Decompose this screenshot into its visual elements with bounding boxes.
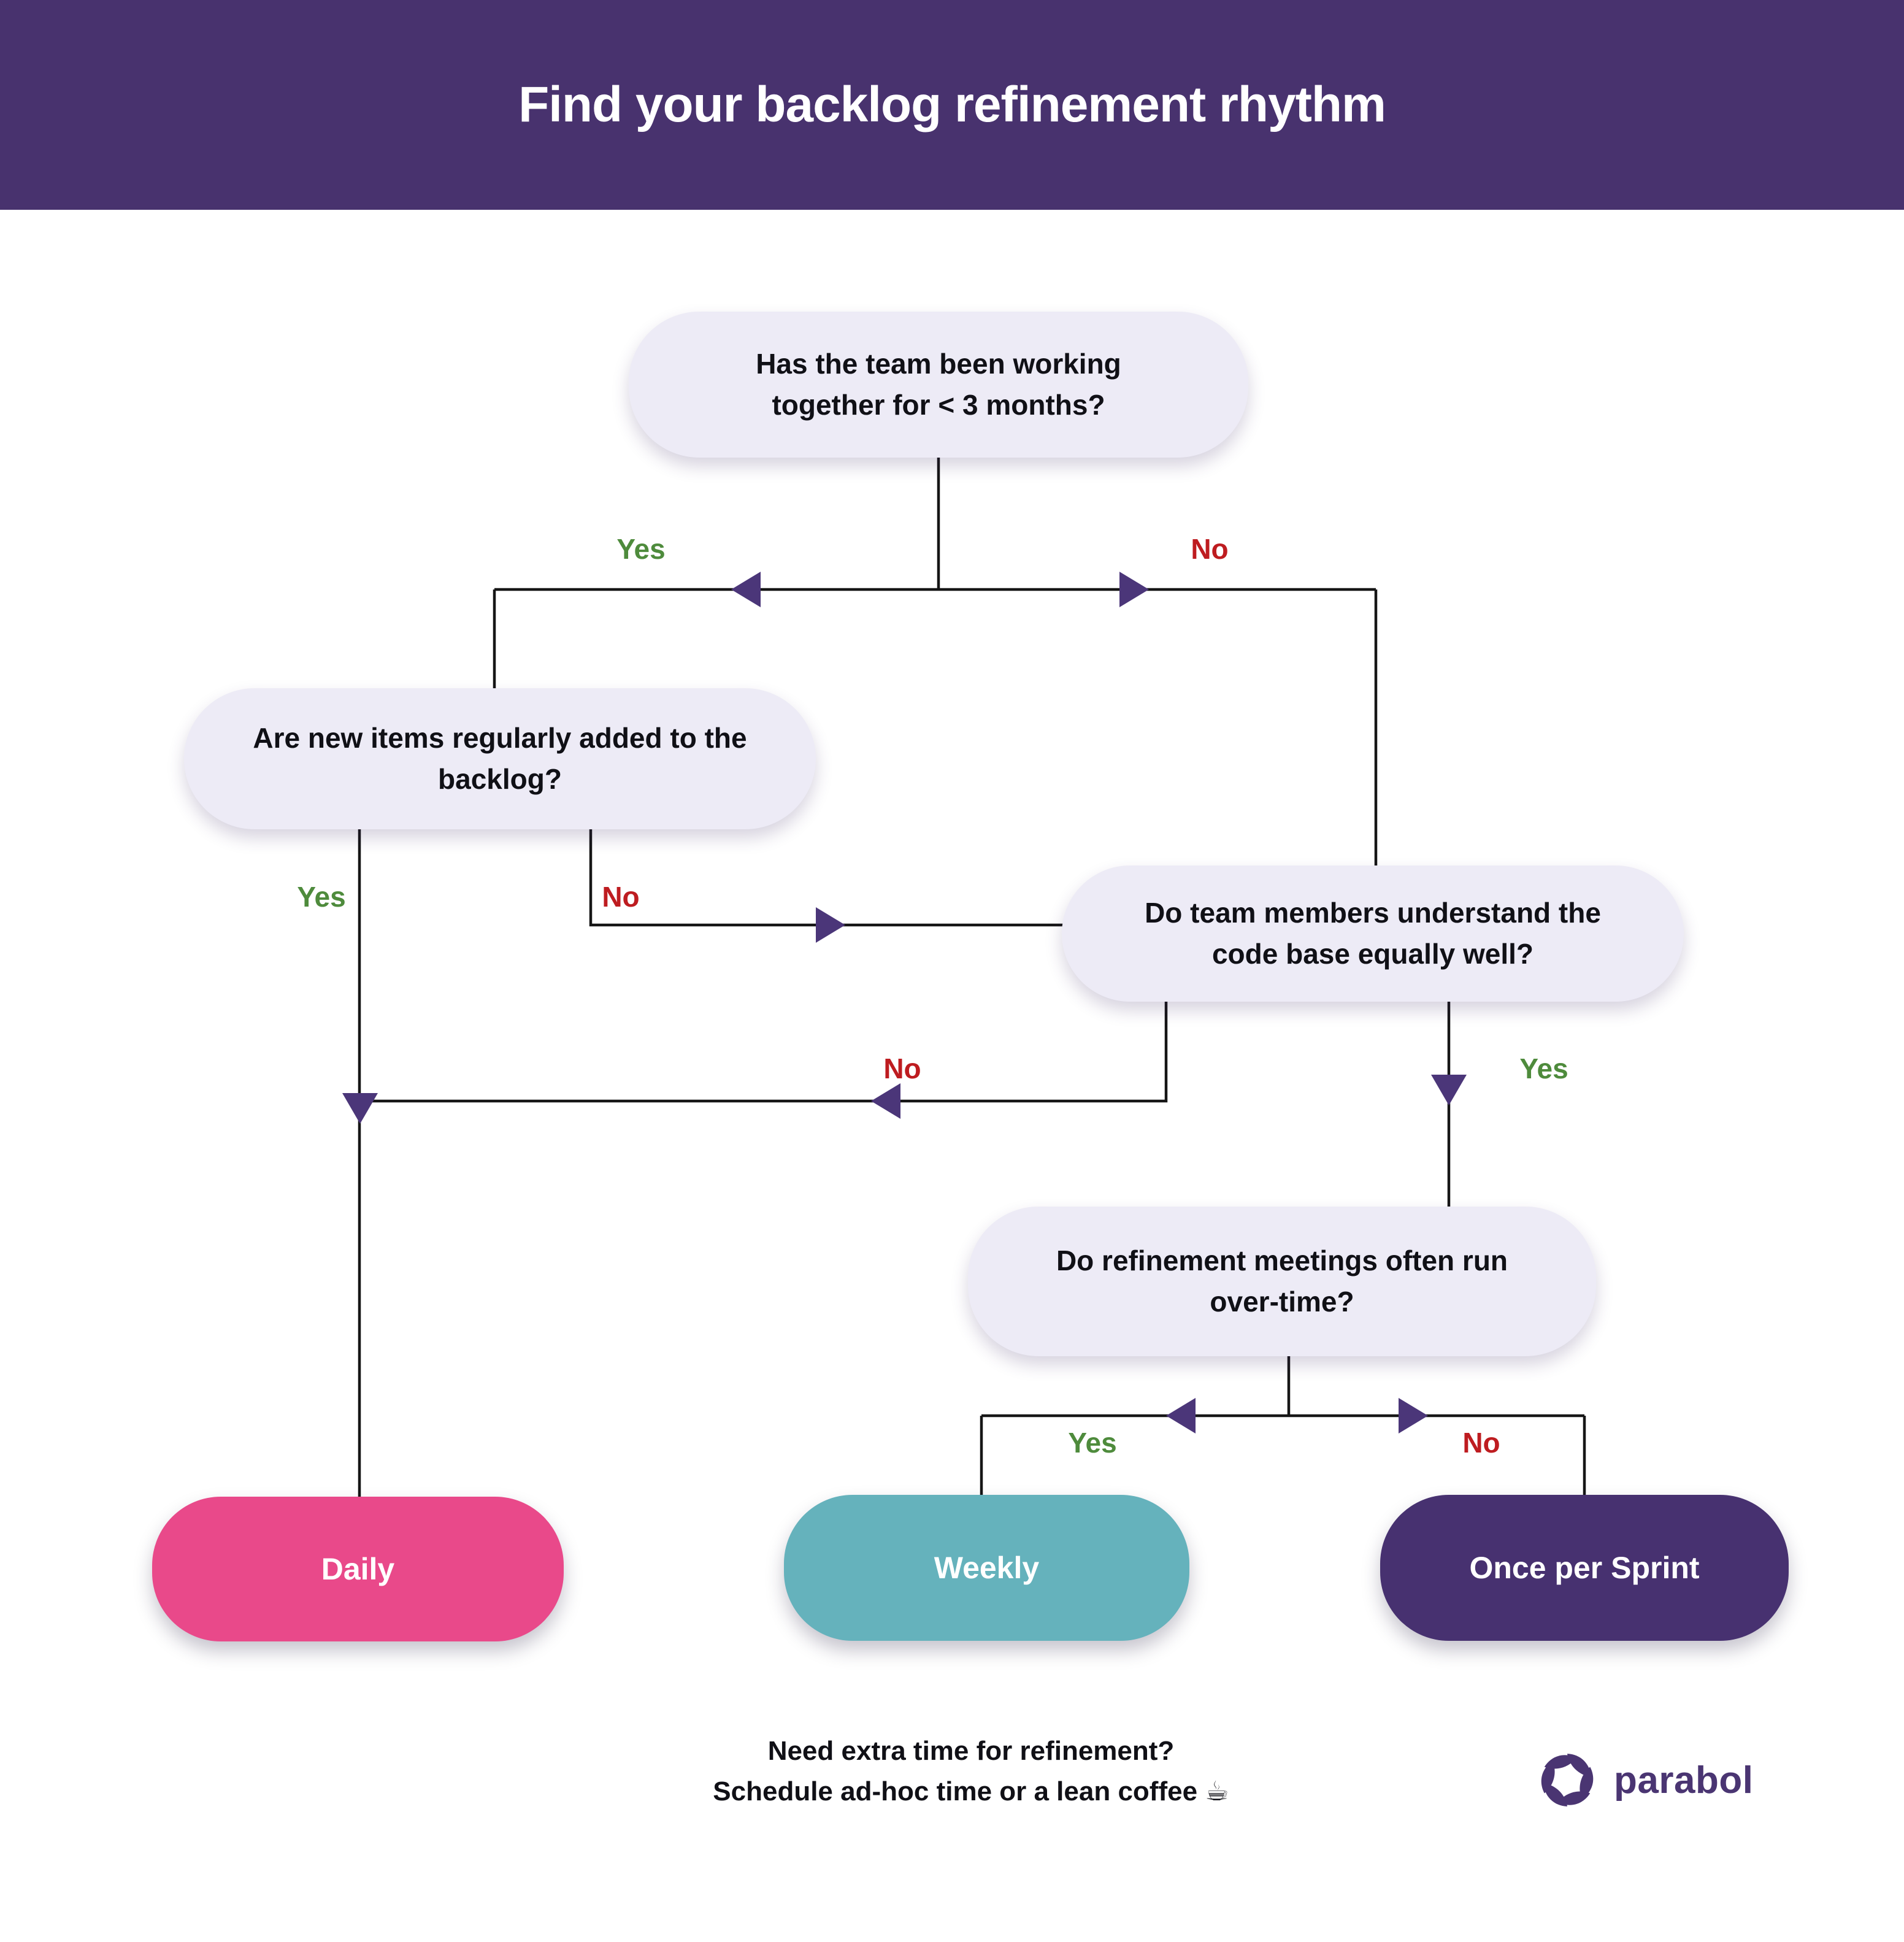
result-node-once-per-sprint: Once per Sprint [1380, 1495, 1789, 1641]
result-label: Weekly [934, 1551, 1040, 1585]
footer-line-2: Schedule ad-hoc time or a lean coffee ☕ [713, 1776, 1229, 1806]
question-text: Are new items regularly added to the bac… [253, 722, 747, 795]
parabol-logo-text: parabol [1614, 1759, 1754, 1802]
edge-label-q2-yes: Yes [297, 881, 346, 913]
arrowhead-down-q3-yes [1431, 1075, 1467, 1105]
question-text: Do team members understand the code base… [1145, 897, 1601, 970]
arrowhead-left-q1-yes [731, 572, 761, 607]
edge-label-q1-yes: Yes [616, 533, 666, 565]
arrowhead-down-daily [342, 1093, 378, 1124]
edge-label-q1-no: No [1191, 533, 1229, 565]
arrowhead-right-q2-no [816, 907, 845, 943]
flow-line-q4-split [980, 1355, 1586, 1497]
question-text: Has the team been working together for <… [756, 348, 1121, 421]
flow-line-q2-no-q3 [589, 828, 1063, 927]
page-title: Find your backlog refinement rhythm [518, 77, 1386, 132]
header-bar: Find your backlog refinement rhythm [0, 0, 1904, 210]
parabol-logo: parabol [1537, 1749, 1753, 1811]
footer-line-1: Need extra time for refinement? [767, 1736, 1175, 1766]
question-node-team-tenure: Has the team been working together for <… [629, 312, 1248, 458]
flow-line-q3-no-daily [361, 1000, 1168, 1103]
result-node-weekly: Weekly [784, 1495, 1189, 1641]
question-node-new-items: Are new items regularly added to the bac… [184, 688, 816, 829]
edge-label-q3-yes: Yes [1519, 1053, 1568, 1084]
question-node-meetings-overtime: Do refinement meetings often run over-ti… [968, 1207, 1596, 1356]
parabol-logo-icon [1541, 1754, 1594, 1806]
arrowhead-right-q1-no [1119, 572, 1149, 607]
edge-label-q2-no: No [602, 881, 640, 913]
edge-label-q4-yes: Yes [1068, 1427, 1117, 1459]
edge-label-q4-no: No [1462, 1427, 1500, 1459]
question-text: Do refinement meetings often run over-ti… [1056, 1245, 1508, 1318]
arrowhead-right-q4-no [1399, 1398, 1428, 1433]
edge-label-q3-no: No [883, 1053, 921, 1084]
footer-note: Need extra time for refinement? Schedule… [713, 1731, 1229, 1812]
result-label: Once per Sprint [1469, 1551, 1700, 1585]
question-node-codebase-knowledge: Do team members understand the code base… [1062, 865, 1684, 1002]
result-label: Daily [321, 1552, 395, 1586]
arrowhead-left-q4-yes [1166, 1398, 1196, 1433]
arrowhead-left-q3-no [871, 1083, 900, 1119]
flow-line-q1-split [493, 458, 1378, 868]
result-node-daily: Daily [152, 1497, 564, 1641]
